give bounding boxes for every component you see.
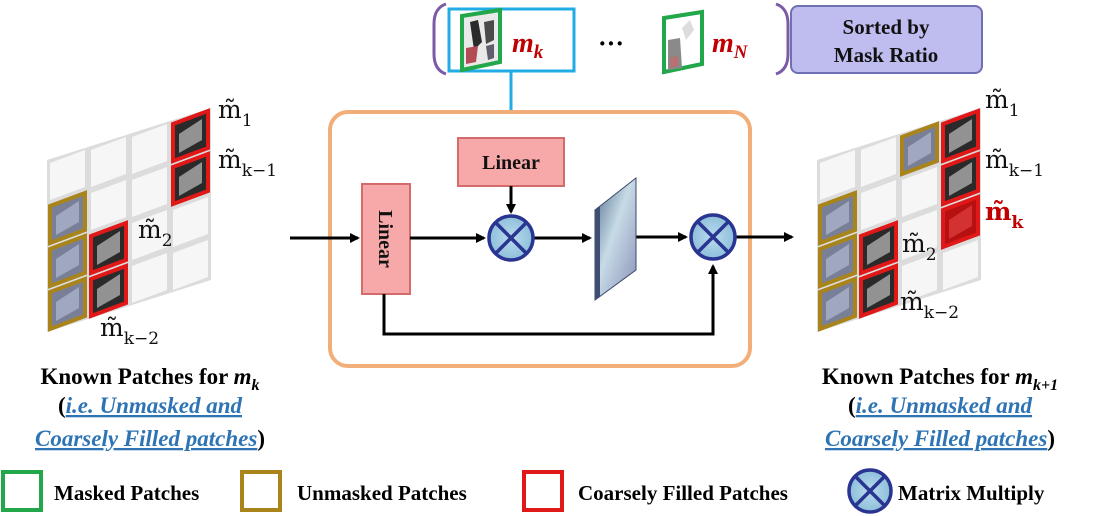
left-caption-line2: (i.e. Unmasked and	[58, 393, 243, 418]
legend-masked: Masked Patches	[1, 470, 199, 512]
empty-patch	[902, 210, 937, 260]
patch-texture	[826, 244, 849, 278]
patch-texture	[949, 205, 972, 239]
patch-grid-background	[817, 108, 981, 332]
legend-masked-label: Masked Patches	[54, 481, 199, 505]
left-caption-title: Known Patches for mk	[40, 364, 259, 394]
patch-texture	[97, 274, 120, 308]
patch-texture	[826, 201, 849, 235]
right-caption-link-1[interactable]: i.e. Unmasked and	[856, 393, 1033, 418]
candidate-masks-bracket	[432, 2, 790, 76]
matrix-multiply-1	[487, 214, 535, 262]
left-label-m2: m̃2	[138, 215, 173, 251]
empty-patch	[132, 253, 167, 303]
softmax-plane	[594, 176, 637, 301]
patch-texture	[949, 119, 972, 153]
sorted-by-mask-ratio-box: Sorted by Mask Ratio	[790, 5, 983, 74]
empty-patch	[820, 150, 855, 200]
patch-texture	[179, 119, 202, 153]
left-caption-link-1[interactable]: i.e. Unmasked and	[66, 393, 243, 418]
patch-texture	[826, 287, 849, 321]
legend-multiply: Matrix Multiply	[847, 468, 1045, 514]
legend-unmasked-label: Unmasked Patches	[297, 481, 467, 505]
left-caption-line3: Coarsely Filled patches)	[35, 426, 265, 451]
left-label-m1: m̃1	[218, 95, 253, 131]
mask-k-thumbnail	[460, 7, 502, 73]
left-label-mk-2: m̃k−2	[100, 313, 159, 349]
mask-N-label: mN	[712, 28, 749, 63]
mask-N-thumbnail	[662, 9, 704, 75]
mask-k-label: mk	[512, 28, 544, 63]
left-caption: Known Patches for mk (i.e. Unmasked and …	[35, 364, 265, 451]
empty-patch	[91, 180, 126, 230]
legend-coarse-swatch	[522, 470, 564, 512]
left-patch-labels: m̃1 m̃k−1 m̃2 m̃k−2	[100, 95, 277, 349]
empty-patch	[50, 150, 85, 200]
legend-coarse: Coarsely Filled Patches	[522, 470, 788, 512]
empty-patch	[132, 210, 167, 260]
patch-texture	[56, 201, 79, 235]
right-label-mk-2: m̃k−2	[900, 287, 959, 323]
right-label-m1: m̃1	[985, 85, 1020, 121]
right-caption-line2: (i.e. Unmasked and	[848, 393, 1033, 418]
right-label-mk-1: m̃k−1	[985, 145, 1044, 181]
legend: Masked Patches Unmasked Patches Coarsely…	[1, 468, 1045, 514]
legend-multiply-label: Matrix Multiply	[898, 481, 1045, 505]
right-caption-link-2[interactable]: Coarsely Filled patches	[825, 426, 1047, 451]
patch-texture	[56, 244, 79, 278]
ellipsis: ···	[598, 29, 624, 58]
patch-texture	[867, 231, 890, 265]
skip-connection-arrow	[382, 264, 718, 336]
sorted-line-2: Mask Ratio	[834, 43, 938, 67]
patch-texture	[56, 287, 79, 321]
right-patch-labels: m̃1 m̃k−1 m̃k m̃2 m̃k−2	[900, 85, 1044, 323]
left-label-mk-1: m̃k−1	[218, 145, 277, 181]
legend-unmasked-swatch	[240, 470, 282, 512]
right-caption: Known Patches for mk+1 (i.e. Unmasked an…	[822, 364, 1058, 451]
linear-top-block: Linear	[457, 137, 565, 187]
empty-patch	[132, 124, 167, 174]
empty-patch	[861, 137, 896, 187]
patch-texture	[179, 162, 202, 196]
matrix-multiply-icon	[847, 468, 893, 514]
patch-texture	[949, 162, 972, 196]
empty-patch	[173, 197, 208, 247]
right-label-m2: m̃2	[902, 229, 937, 265]
patch-texture	[97, 231, 120, 265]
linear-left-label: Linear	[374, 210, 396, 268]
empty-patch	[861, 180, 896, 230]
empty-patch	[902, 253, 937, 303]
legend-unmasked: Unmasked Patches	[240, 470, 467, 512]
legend-coarse-label: Coarsely Filled Patches	[578, 481, 788, 505]
sorted-line-1: Sorted by	[843, 15, 930, 39]
matrix-multiply-2	[689, 213, 737, 261]
empty-patch	[132, 167, 167, 217]
patch-texture	[908, 132, 931, 166]
empty-patch	[902, 167, 937, 217]
empty-patch	[943, 240, 978, 290]
patch-texture	[867, 274, 890, 308]
empty-patch	[91, 137, 126, 187]
right-patch-grid	[817, 108, 981, 332]
right-caption-line3: Coarsely Filled patches)	[825, 426, 1055, 451]
right-label-mk: m̃k	[985, 197, 1024, 233]
patch-grid-background	[47, 108, 211, 332]
legend-masked-swatch	[1, 470, 43, 512]
left-caption-link-2[interactable]: Coarsely Filled patches	[35, 426, 257, 451]
linear-top-label: Linear	[482, 152, 540, 174]
selected-mask-box: mk	[447, 7, 576, 73]
empty-patch	[173, 240, 208, 290]
left-patch-grid	[47, 108, 211, 332]
linear-left-block: Linear	[361, 183, 411, 295]
right-caption-title: Known Patches for mk+1	[822, 364, 1058, 394]
